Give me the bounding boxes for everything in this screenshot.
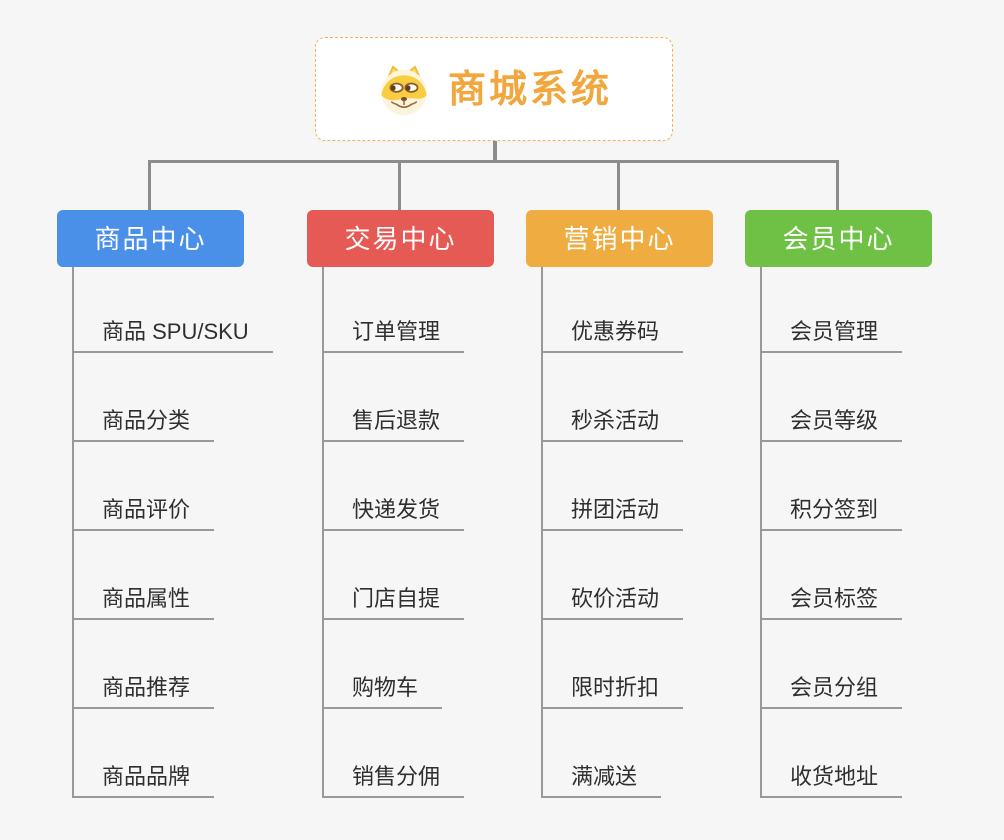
- leaf-node-member-tag[interactable]: 会员标签: [760, 586, 903, 620]
- doge-icon: [376, 61, 432, 117]
- leaf-node-product-recommend[interactable]: 商品推荐: [72, 675, 215, 709]
- leaf-node-bargain-activity[interactable]: 砍价活动: [541, 586, 684, 620]
- leaf-node-product-attribute[interactable]: 商品属性: [72, 586, 215, 620]
- branch-node-trade-center[interactable]: 交易中心: [307, 210, 494, 267]
- leaf-node-member-group[interactable]: 会员分组: [760, 675, 903, 709]
- branch-children-trade-center: 订单管理 售后退款 快递发货 门店自提 购物车 销售分佣: [322, 267, 465, 798]
- connector-drop-marketing-center: [617, 160, 620, 210]
- trunk-line-marketing-center: [541, 267, 543, 797]
- leaf-node-shipping-address[interactable]: 收货地址: [760, 764, 903, 798]
- branch-children-member-center: 会员管理 会员等级 积分签到 会员标签 会员分组 收货地址: [760, 267, 903, 798]
- leaf-node-shopping-cart[interactable]: 购物车: [322, 675, 443, 709]
- leaf-node-flash-sale[interactable]: 秒杀活动: [541, 408, 684, 442]
- trunk-line-trade-center: [322, 267, 324, 797]
- leaf-node-coupon-code[interactable]: 优惠券码: [541, 319, 684, 353]
- connector-drop-product-center: [148, 160, 151, 210]
- leaf-node-member-level[interactable]: 会员等级: [760, 408, 903, 442]
- trunk-line-product-center: [72, 267, 74, 797]
- connector-root-drop: [493, 141, 497, 161]
- leaf-node-express-delivery[interactable]: 快递发货: [322, 497, 465, 531]
- leaf-node-product-spu-sku[interactable]: 商品 SPU/SKU: [72, 319, 273, 353]
- leaf-node-group-buy[interactable]: 拼团活动: [541, 497, 684, 531]
- root-node-mall-system[interactable]: 商城系统: [315, 37, 673, 141]
- branch-node-member-center[interactable]: 会员中心: [745, 210, 932, 267]
- root-title: 商城系统: [447, 69, 612, 111]
- leaf-node-order-management[interactable]: 订单管理: [322, 319, 465, 353]
- connector-drop-member-center: [836, 160, 839, 210]
- trunk-line-member-center: [760, 267, 762, 797]
- leaf-node-product-review[interactable]: 商品评价: [72, 497, 215, 531]
- leaf-node-points-checkin[interactable]: 积分签到: [760, 497, 903, 531]
- leaf-node-store-pickup[interactable]: 门店自提: [322, 586, 465, 620]
- leaf-node-limited-time-discount[interactable]: 限时折扣: [541, 675, 684, 709]
- connector-horizontal-line: [148, 160, 839, 163]
- branch-node-product-center[interactable]: 商品中心: [57, 210, 244, 267]
- branch-node-marketing-center[interactable]: 营销中心: [526, 210, 713, 267]
- leaf-node-sales-commission[interactable]: 销售分佣: [322, 764, 465, 798]
- leaf-node-full-reduction[interactable]: 满减送: [541, 764, 662, 798]
- branch-children-product-center: 商品 SPU/SKU 商品分类 商品评价 商品属性 商品推荐 商品品牌: [72, 267, 273, 798]
- connector-drop-trade-center: [398, 160, 401, 210]
- branch-children-marketing-center: 优惠券码 秒杀活动 拼团活动 砍价活动 限时折扣 满减送: [541, 267, 684, 798]
- leaf-node-product-category[interactable]: 商品分类: [72, 408, 215, 442]
- leaf-node-product-brand[interactable]: 商品品牌: [72, 764, 215, 798]
- leaf-node-member-management[interactable]: 会员管理: [760, 319, 903, 353]
- leaf-node-aftersale-refund[interactable]: 售后退款: [322, 408, 465, 442]
